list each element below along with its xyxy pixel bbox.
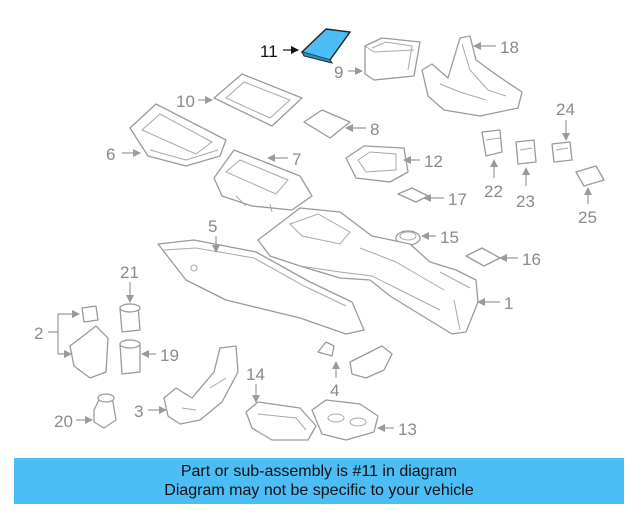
callout-11: 11 [260,42,299,61]
callout-label-14: 14 [246,365,265,384]
callout-23: 23 [516,167,535,211]
callout-label-25: 25 [578,208,597,227]
part-11 [300,28,352,64]
callout-18: 18 [473,38,519,57]
part-7 [213,149,313,213]
callout-21: 21 [120,263,139,303]
callout-19: 19 [141,346,179,365]
callout-24: 24 [556,100,575,141]
part-5 [157,239,365,335]
callout-9: 9 [334,63,363,82]
callout-label-10: 10 [176,92,195,111]
part-19 [119,339,141,375]
callout-4: 4 [330,361,340,400]
part-20 [93,393,117,429]
callout-label-13: 13 [398,420,417,439]
part-25 [575,165,605,187]
part-16 [465,247,501,267]
part-21 [119,303,141,333]
part-4 [317,341,393,379]
part-10 [213,73,303,127]
callout-5: 5 [208,217,220,253]
callout-label-21: 21 [120,263,139,282]
callout-label-5: 5 [208,217,217,236]
callout-label-1: 1 [504,294,513,313]
part-18 [421,35,523,117]
callout-22: 22 [484,159,503,201]
callout-13: 13 [377,420,417,439]
callout-label-3: 3 [134,402,143,421]
part-14 [245,401,317,441]
callout-label-8: 8 [370,120,379,139]
callout-15: 15 [421,228,459,247]
callout-8: 8 [345,120,379,139]
callout-label-11: 11 [260,42,278,61]
callout-label-22: 22 [484,182,503,201]
part-3 [163,345,239,425]
part-24 [551,141,573,163]
callout-label-6: 6 [106,145,115,164]
banner-line-1: Part or sub-assembly is #11 in diagram [180,463,458,480]
callout-6: 6 [106,145,141,164]
part-13 [311,399,379,441]
callout-2: 2 [34,310,80,358]
callout-7: 7 [267,150,301,169]
callout-label-4: 4 [330,381,339,400]
part-6 [129,103,227,167]
callout-label-12: 12 [424,152,443,171]
callout-20: 20 [54,412,93,431]
part-23 [515,139,537,165]
part-2 [69,305,109,379]
banner-line-2: Diagram may not be specific to your vehi… [164,482,474,499]
callout-16: 16 [499,250,541,269]
part-15 [395,230,421,246]
callout-label-24: 24 [556,100,575,119]
callout-12: 12 [403,152,443,171]
part-17 [397,187,429,203]
callout-25: 25 [578,187,597,227]
callout-label-2: 2 [34,324,43,343]
part-8 [303,109,351,139]
callout-label-16: 16 [522,250,541,269]
callout-label-9: 9 [334,63,343,82]
callout-1: 1 [477,294,513,313]
callout-label-18: 18 [500,38,519,57]
callout-label-20: 20 [54,412,73,431]
callout-14: 14 [246,365,265,403]
part-12 [345,145,409,183]
info-banner: Part or sub-assembly is #11 in diagram D… [14,458,624,504]
callout-label-17: 17 [448,190,467,209]
callout-label-7: 7 [292,150,301,169]
callout-label-15: 15 [440,228,459,247]
callout-10: 10 [176,92,213,111]
parts-diagram: 11 9 18 10 8 6 [34,28,605,441]
part-9 [364,37,421,81]
part-22 [481,129,503,157]
callout-3: 3 [134,402,167,421]
callout-label-23: 23 [516,192,535,211]
callout-17: 17 [423,190,467,209]
callout-label-19: 19 [160,346,179,365]
